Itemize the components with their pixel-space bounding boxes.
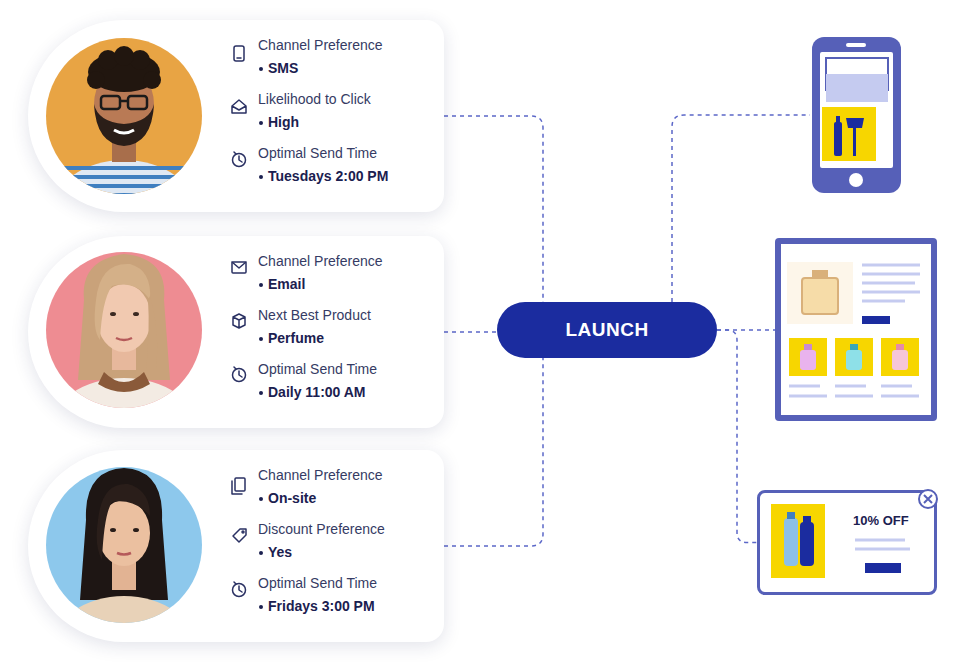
node-text: LAUNCH (565, 319, 648, 341)
attribute-value: Email (268, 275, 438, 293)
attribute-value: Perfume (268, 329, 438, 347)
attribute-value: On-site (268, 489, 438, 507)
dashed-connector (444, 358, 543, 546)
dashed-connector (444, 331, 497, 333)
attribute-label: Optimal Send Time (258, 574, 434, 592)
bullet-dot (259, 497, 263, 501)
attribute-label: Optimal Send Time (258, 144, 434, 162)
attribute-value: Tuesdays 2:00 PM (268, 167, 438, 185)
node-text: 10% OFF (853, 512, 927, 530)
profile-card: Channel PreferenceEmailNext Best Product… (28, 236, 444, 428)
bullet-dot (259, 551, 263, 555)
profile-card: Channel PreferenceOn-siteDiscount Prefer… (28, 450, 444, 642)
attribute-label: Next Best Product (258, 306, 434, 324)
dashed-connector (717, 330, 757, 543)
attribute-label: Optimal Send Time (258, 360, 434, 378)
attribute-label: Channel Preference (258, 252, 434, 270)
phone-illustration (812, 37, 901, 193)
bullet-dot (259, 121, 263, 125)
attribute-value: SMS (268, 59, 438, 77)
discount-popup: 10% OFF (757, 490, 937, 595)
profile-card: Channel PreferenceSMS Likelihood to Click… (28, 20, 444, 212)
attribute-label: Channel Preference (258, 466, 434, 484)
bullet-dot (259, 605, 263, 609)
leader-line (672, 115, 810, 330)
dashed-connector (444, 116, 543, 302)
attribute-label: Likelihood to Click (258, 90, 434, 108)
attribute-label: Discount Preference (258, 520, 434, 538)
bullet-dot (259, 337, 263, 341)
bullet-dot (259, 391, 263, 395)
email-illustration (775, 238, 937, 421)
bullet-dot (259, 175, 263, 179)
attribute-value: Daily 11:00 AM (268, 383, 438, 401)
bullet-dot (259, 67, 263, 71)
attribute-value: Fridays 3:00 PM (268, 597, 438, 615)
attribute-label: Channel Preference (258, 36, 434, 54)
attribute-value: High (268, 113, 438, 131)
bullet-dot (259, 283, 263, 287)
attribute-value: Yes (268, 543, 438, 561)
launch-button: LAUNCH (497, 302, 717, 358)
